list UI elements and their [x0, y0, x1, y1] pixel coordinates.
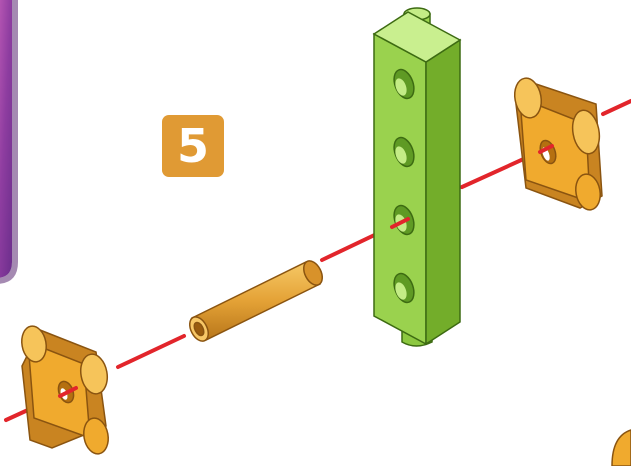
side-panel [0, 0, 18, 284]
orange-axle-clip-icon [21, 325, 109, 455]
guide-line-into-rod [390, 217, 410, 229]
step-number-badge: 5 [162, 115, 224, 177]
orange-spacer-tube-icon [188, 260, 324, 342]
green-axle-holder-rod-icon [372, 7, 462, 347]
guide-line-into-clip-right [538, 144, 554, 154]
guide-line-into-clip-left [58, 386, 78, 398]
orange-axle-clip-icon [513, 77, 603, 211]
orange-part-partial-icon [611, 429, 631, 466]
